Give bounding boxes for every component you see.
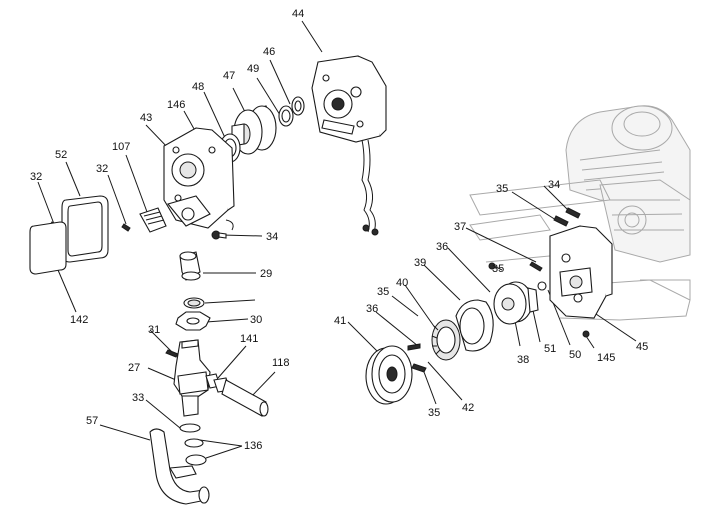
callout-136: 136: [244, 440, 262, 452]
gear-stack: [219, 96, 305, 163]
callout-118: 118: [272, 357, 290, 369]
callout-37: 37: [454, 221, 466, 233]
hose-57: [149, 423, 210, 505]
leader-lines: [37, 20, 637, 459]
callout-42: 42: [462, 402, 474, 414]
callout-32-left: 32: [30, 171, 42, 183]
callout-35-bottom: 35: [428, 407, 440, 419]
callout-36-bottom: 36: [366, 303, 378, 315]
callout-50: 50: [569, 349, 581, 361]
callout-146: 146: [167, 99, 185, 111]
engine-outline: [469, 105, 691, 321]
gearbox-housing: [311, 55, 387, 236]
callout-31: 31: [148, 324, 160, 336]
callout-34-left: 34: [266, 231, 278, 243]
callout-141: 141: [240, 333, 258, 345]
callout-33: 33: [132, 392, 144, 404]
callout-52: 52: [55, 149, 67, 161]
pump-body-27: [165, 339, 269, 417]
callout-35-mid: 35: [492, 263, 504, 275]
callout-57: 57: [86, 415, 98, 427]
callout-145: 145: [597, 352, 615, 364]
right-screws: [407, 207, 590, 373]
callout-45: 45: [636, 341, 648, 353]
callout-43: 43: [140, 112, 152, 124]
callout-107: 107: [112, 141, 130, 153]
callout-32-right: 32: [96, 163, 108, 175]
callout-47: 47: [223, 70, 235, 82]
callout-38: 38: [517, 354, 529, 366]
callout-29: 29: [260, 268, 272, 280]
valve-part: [139, 207, 167, 233]
hub-38: [493, 281, 539, 325]
callout-142: 142: [70, 314, 88, 326]
cover-plate: [29, 195, 109, 275]
callout-30: 30: [250, 314, 262, 326]
pump-housing: [163, 127, 235, 231]
callout-40: 40: [396, 277, 408, 289]
flywheel-41: [365, 345, 413, 405]
screw-34-left: [211, 230, 227, 240]
callout-51: 51: [544, 343, 556, 355]
callout-36-top: 36: [436, 241, 448, 253]
callout-46: 46: [263, 46, 275, 58]
callout-44: 44: [292, 8, 304, 20]
callout-35-top: 35: [496, 183, 508, 195]
callout-27: 27: [128, 362, 140, 374]
callout-41: 41: [334, 315, 346, 327]
ring-gear-39: [455, 299, 494, 352]
callout-49: 49: [247, 63, 259, 75]
callout-34-right: 34: [548, 179, 560, 191]
callout-39: 39: [414, 257, 426, 269]
gear-40: [431, 319, 461, 361]
bracket-45: [549, 225, 613, 319]
callout-48: 48: [192, 81, 204, 93]
callout-35-left: 35: [377, 286, 389, 298]
fitting-29: [175, 251, 211, 331]
callout-labels: 44 46 49 47 48 146 43 107 52 32 32 34 29…: [30, 8, 648, 452]
